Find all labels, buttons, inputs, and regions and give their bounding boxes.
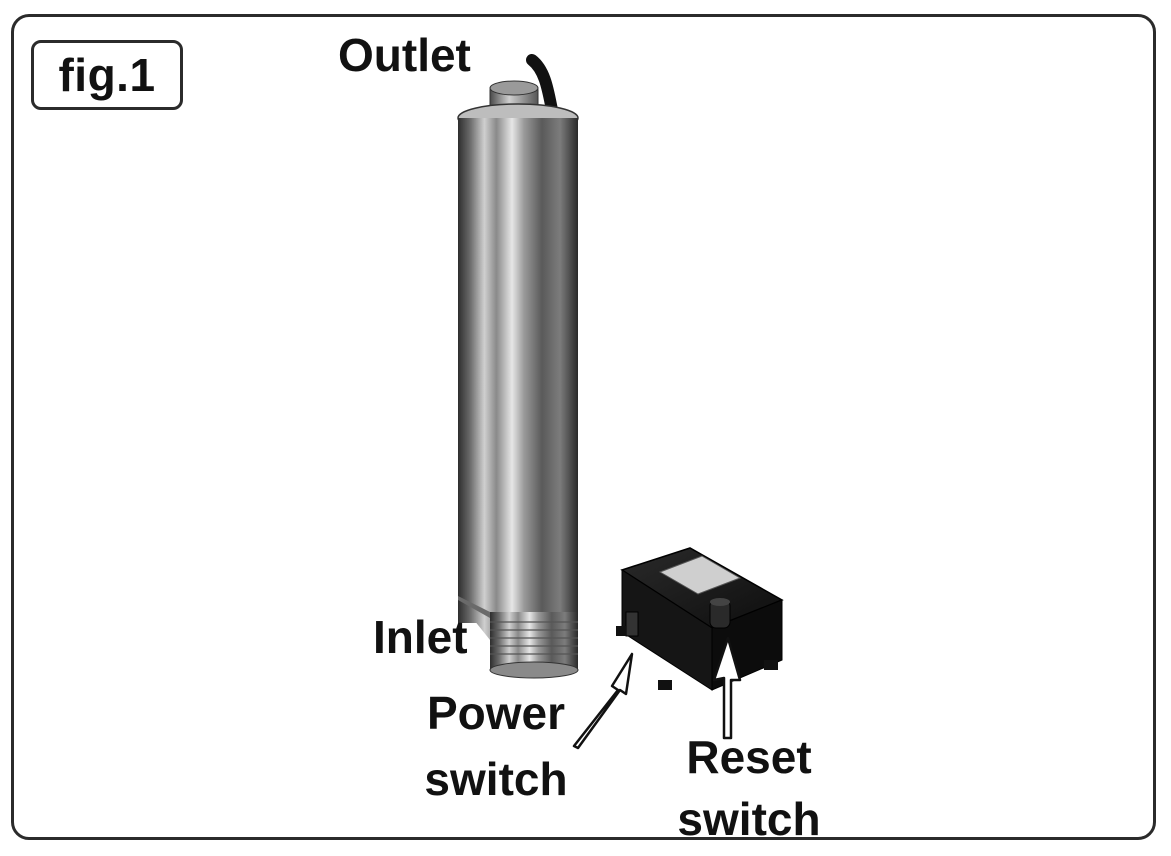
reset-switch-label-line1: Reset <box>686 731 812 783</box>
control-box-label <box>658 555 742 595</box>
power-switch-label-line1: Power <box>426 687 566 739</box>
figure-frame <box>11 14 1156 840</box>
reset-switch-arrow <box>712 636 742 740</box>
outlet-label: Outlet <box>338 29 471 81</box>
figure-number-badge: fig.1 <box>31 40 183 110</box>
power-switch-label-line2: switch <box>424 753 568 805</box>
power-switch <box>625 611 639 637</box>
control-box <box>616 547 784 691</box>
power-switch-arrow <box>572 652 634 750</box>
submersible-pump <box>457 54 579 679</box>
reset-switch-label-line2: switch <box>677 793 821 845</box>
inlet-label: Inlet <box>373 611 468 663</box>
power-cable <box>526 54 558 116</box>
inlet-section <box>490 612 578 670</box>
